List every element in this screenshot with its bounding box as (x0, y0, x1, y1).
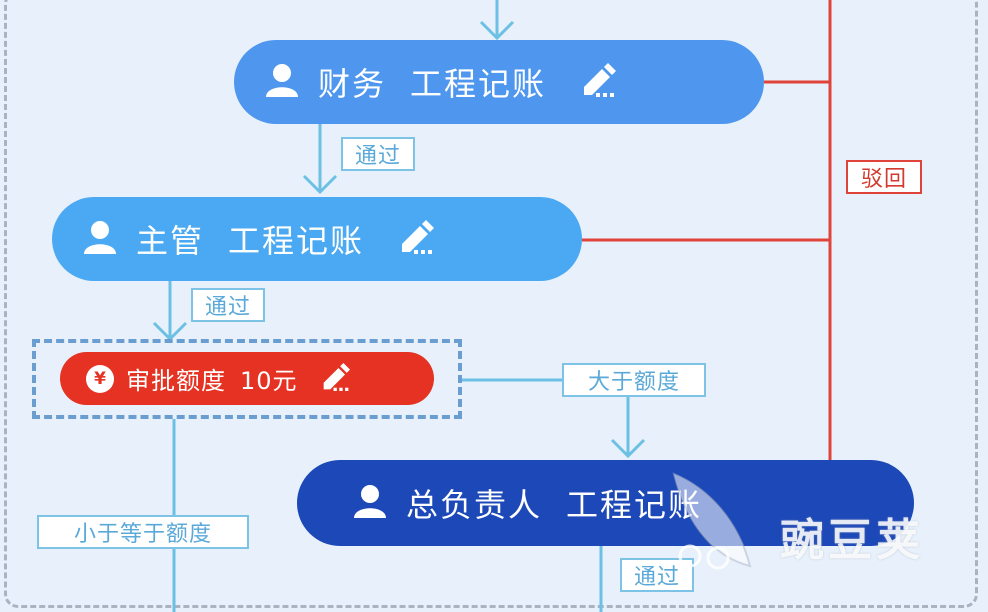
flow-container-border (4, 0, 978, 608)
node-chief-label: 总负责人工程记账 (406, 480, 702, 526)
edge-label-pass-3: 通过 (620, 558, 694, 592)
node-approval-label: 审批额度 10元 (126, 361, 298, 396)
edit-pencil-icon[interactable] (320, 362, 352, 395)
approval-selection-outline (32, 339, 462, 419)
node-chief[interactable]: 总负责人工程记账 (297, 460, 914, 546)
person-icon (352, 483, 388, 523)
node-approval-title: 审批额度 (126, 367, 226, 395)
person-icon (82, 219, 118, 259)
node-chief-action: 工程记账 (566, 486, 703, 524)
node-approval-amount: 10元 (240, 367, 298, 395)
node-finance-action: 工程记账 (410, 65, 547, 103)
edge-label-pass-1: 通过 (341, 137, 415, 171)
arrowhead-supervisor (302, 174, 338, 195)
edge-label-greater: 大于额度 (562, 363, 706, 397)
node-supervisor-role: 主管 (136, 222, 205, 260)
edit-pencil-icon[interactable] (580, 63, 618, 101)
edge-label-reject: 驳回 (846, 160, 922, 194)
yen-coin-icon: ¥ (86, 364, 114, 393)
arrowhead-top (479, 20, 515, 41)
node-approval[interactable]: ¥ 审批额度 10元 (60, 352, 434, 405)
arrowhead-chief (610, 438, 646, 459)
node-chief-role: 总负责人 (406, 486, 543, 524)
edge-label-pass-2: 通过 (191, 288, 265, 322)
node-supervisor-action: 工程记账 (228, 222, 365, 260)
person-icon (264, 62, 300, 102)
node-finance[interactable]: 财务工程记账 (234, 40, 764, 124)
node-finance-label: 财务工程记账 (318, 59, 546, 105)
edit-pencil-icon[interactable] (398, 220, 436, 258)
node-supervisor[interactable]: 主管工程记账 (52, 197, 582, 281)
node-supervisor-label: 主管工程记账 (136, 216, 364, 262)
edge-label-less-equal: 小于等于额度 (37, 515, 249, 549)
node-finance-role: 财务 (318, 65, 387, 103)
